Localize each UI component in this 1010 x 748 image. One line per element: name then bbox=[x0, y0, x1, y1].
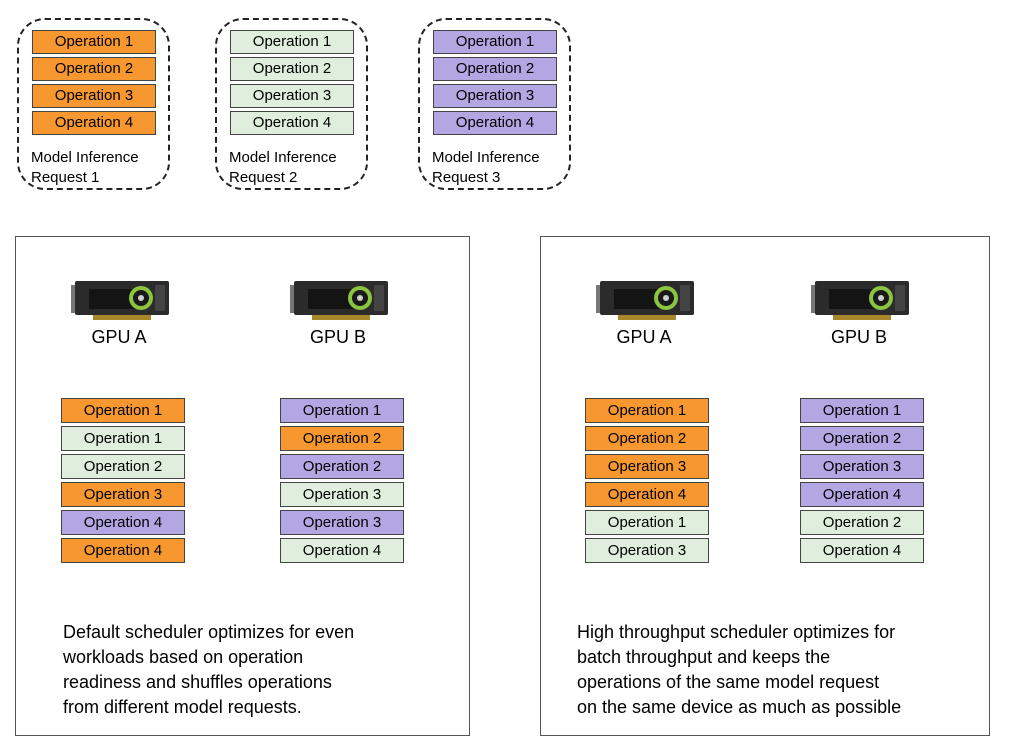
caption-line: from different model requests. bbox=[63, 697, 302, 717]
request-label-line1: Model Inference bbox=[31, 149, 139, 166]
caption-line: Default scheduler optimizes for even bbox=[63, 622, 355, 642]
gpu-card-icon bbox=[71, 281, 169, 320]
request-label-line2: Request 1 bbox=[31, 169, 100, 186]
operation-box: Operation 1 bbox=[61, 426, 185, 451]
caption-line: workloads based on operation bbox=[63, 647, 304, 667]
request-label-line1: Model Inference bbox=[229, 149, 337, 166]
request-label-line1: Model Inference bbox=[432, 149, 540, 166]
high-throughput-scheduler-caption: High throughput scheduler optimizes for … bbox=[577, 620, 901, 720]
operation-box: Operation 1 bbox=[585, 398, 709, 423]
operation-box: Operation 4 bbox=[61, 510, 185, 535]
caption-line: batch throughput and keeps the bbox=[577, 647, 831, 667]
model-inference-request-3: Operation 1 Operation 2 Operation 3 Oper… bbox=[418, 18, 571, 190]
high-throughput-scheduler-panel: GPU A GPU B Operation 1 Operation 2 Oper… bbox=[540, 236, 990, 736]
operation-box: Operation 4 bbox=[280, 538, 404, 563]
gpu-b: GPU B bbox=[288, 277, 388, 348]
operation-box: Operation 1 bbox=[585, 510, 709, 535]
request-label: Model Inference Request 2 bbox=[229, 148, 337, 188]
operation-box: Operation 3 bbox=[280, 510, 404, 535]
operation-box: Operation 3 bbox=[585, 538, 709, 563]
model-inference-request-1: Operation 1 Operation 2 Operation 3 Oper… bbox=[17, 18, 170, 190]
operation-box: Operation 4 bbox=[230, 111, 354, 135]
gpu-label: GPU B bbox=[309, 327, 366, 347]
operation-box: Operation 3 bbox=[585, 454, 709, 479]
operation-box: Operation 1 bbox=[800, 398, 924, 423]
operation-box: Operation 2 bbox=[585, 426, 709, 451]
caption-line: on the same device as much as possible bbox=[577, 697, 902, 717]
default-scheduler-panel: GPU A GPU B Operation 1 Operation 1 Oper… bbox=[15, 236, 470, 736]
caption-line: High throughput scheduler optimizes for bbox=[577, 622, 896, 642]
caption-line: readiness and shuffles operations bbox=[63, 672, 332, 692]
operation-box: Operation 3 bbox=[433, 84, 557, 108]
request-label: Model Inference Request 1 bbox=[31, 148, 139, 188]
request-operation-list: Operation 1 Operation 2 Operation 3 Oper… bbox=[230, 30, 354, 138]
gpu-label: GPU A bbox=[616, 327, 672, 347]
gpu-label: GPU A bbox=[91, 327, 147, 347]
gpu-label: GPU B bbox=[830, 327, 887, 347]
operation-box: Operation 3 bbox=[32, 84, 156, 108]
operation-box: Operation 2 bbox=[800, 426, 924, 451]
operation-box: Operation 1 bbox=[32, 30, 156, 54]
operation-box: Operation 4 bbox=[32, 111, 156, 135]
operation-box: Operation 3 bbox=[280, 482, 404, 507]
operation-box: Operation 2 bbox=[61, 454, 185, 479]
operation-box: Operation 3 bbox=[230, 84, 354, 108]
default-scheduler-caption: Default scheduler optimizes for even wor… bbox=[63, 620, 354, 720]
gpu-a: GPU A bbox=[594, 277, 694, 348]
operation-box: Operation 3 bbox=[61, 482, 185, 507]
operation-box: Operation 3 bbox=[800, 454, 924, 479]
request-operation-list: Operation 1 Operation 2 Operation 3 Oper… bbox=[32, 30, 156, 138]
operation-box: Operation 2 bbox=[280, 426, 404, 451]
operation-box: Operation 4 bbox=[585, 482, 709, 507]
gpu-a: GPU A bbox=[69, 277, 169, 348]
operation-box: Operation 1 bbox=[230, 30, 354, 54]
operation-box: Operation 2 bbox=[433, 57, 557, 81]
request-operation-list: Operation 1 Operation 2 Operation 3 Oper… bbox=[433, 30, 557, 138]
operation-box: Operation 1 bbox=[280, 398, 404, 423]
gpu-a-operation-queue: Operation 1 Operation 2 Operation 3 Oper… bbox=[585, 398, 709, 566]
operation-box: Operation 2 bbox=[230, 57, 354, 81]
operation-box: Operation 2 bbox=[280, 454, 404, 479]
gpu-a-operation-queue: Operation 1 Operation 1 Operation 2 Oper… bbox=[61, 398, 185, 566]
request-label-line2: Request 3 bbox=[432, 169, 501, 186]
request-label: Model Inference Request 3 bbox=[432, 148, 540, 188]
operation-box: Operation 2 bbox=[32, 57, 156, 81]
gpu-b-operation-queue: Operation 1 Operation 2 Operation 3 Oper… bbox=[800, 398, 924, 566]
gpu-card-icon bbox=[811, 281, 909, 320]
operation-box: Operation 1 bbox=[61, 398, 185, 423]
operation-box: Operation 4 bbox=[800, 482, 924, 507]
operation-box: Operation 4 bbox=[800, 538, 924, 563]
gpu-b-operation-queue: Operation 1 Operation 2 Operation 2 Oper… bbox=[280, 398, 404, 566]
caption-line: operations of the same model request bbox=[577, 672, 880, 692]
request-label-line2: Request 2 bbox=[229, 169, 298, 186]
operation-box: Operation 4 bbox=[433, 111, 557, 135]
operation-box: Operation 4 bbox=[61, 538, 185, 563]
gpu-card-icon bbox=[290, 281, 388, 320]
operation-box: Operation 2 bbox=[800, 510, 924, 535]
operation-box: Operation 1 bbox=[433, 30, 557, 54]
gpu-b: GPU B bbox=[809, 277, 909, 348]
model-inference-request-2: Operation 1 Operation 2 Operation 3 Oper… bbox=[215, 18, 368, 190]
gpu-card-icon bbox=[596, 281, 694, 320]
